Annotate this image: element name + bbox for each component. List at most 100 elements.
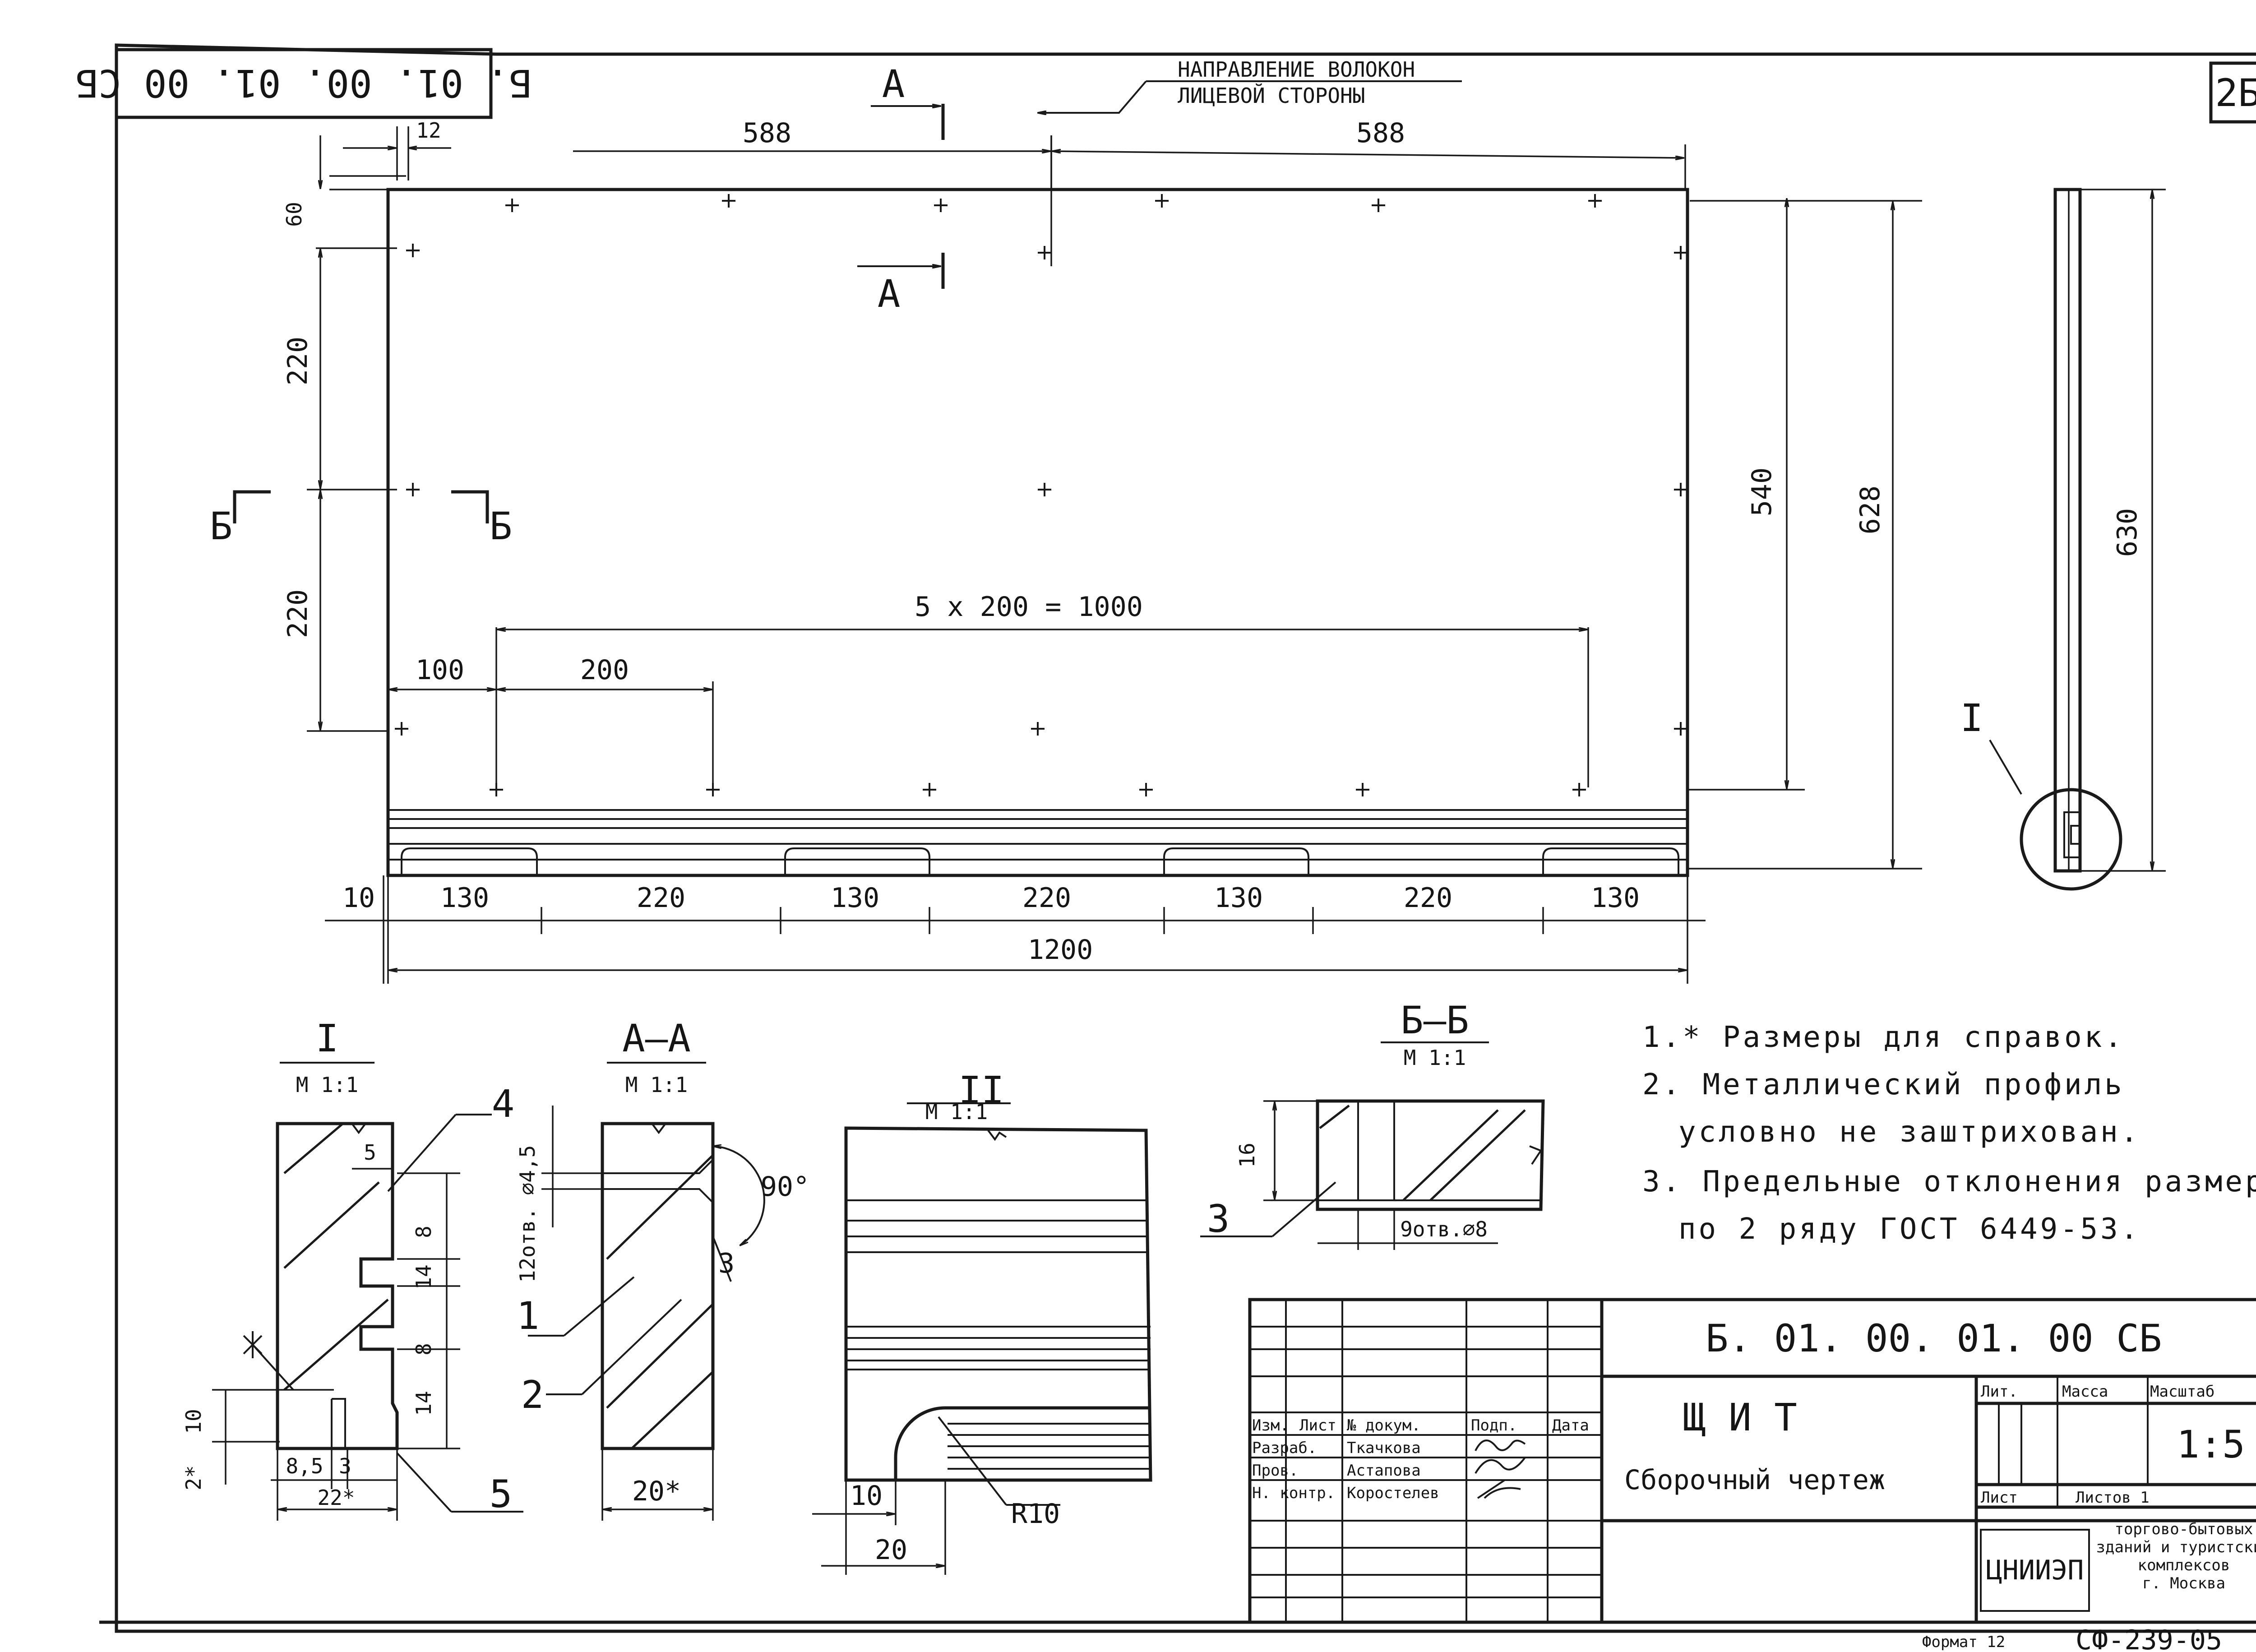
section-bb-scale: М 1:1 [1404,1046,1466,1070]
org-logo: ЦНИИЭП [1986,1555,2084,1586]
dims-left: 60 220 220 [282,135,406,732]
org-line-4: г. Москва [2142,1574,2225,1592]
tb-role-prov: Пров. [1252,1462,1298,1480]
signature-prov [1475,1457,1526,1474]
dim-bottom-130-d: 130 [1591,882,1640,914]
detail-i-dim-2: 2* [181,1465,206,1490]
detail-i-dim-22: 22* [317,1485,355,1510]
dims-right: 540 628 [1687,199,1922,870]
dim-bottom-130-a: 130 [440,882,489,914]
section-aa-hole-label: 12отв. ⌀4,5 [515,1145,540,1283]
corner-stamp: Б. 01. 00. 01. 00 СБ [75,48,532,119]
detail-ii-radius: R10 [1011,1498,1060,1530]
section-aa: А–А М 1:1 12отв. ⌀4,5 90° 3 1 2 20* [515,1016,809,1521]
section-aa-angle: 90° [761,1171,809,1203]
dim-200: 200 [580,654,629,686]
detail-i-dim-14-b: 14 [411,1391,436,1416]
title-block: Изм. Лист № докум. Подп. Дата Разраб. Тк… [1248,1298,2256,1624]
detail-i-callout-4: 4 [492,1082,515,1126]
section-bb-title: Б–Б [1401,998,1469,1042]
dim-total-1200: 1200 [1028,934,1093,966]
org-line-1: торгово-бытовых [2114,1520,2253,1538]
section-aa-width: 20* [632,1476,681,1507]
detail-i-dim-5: 5 [364,1140,376,1165]
dims-top: 12 588 588 [343,117,1686,190]
node-marker-i: I [1960,696,1983,740]
sheet-number: 2Б [2215,71,2256,115]
section-b-cut: Б Б [210,490,513,548]
detail-i-scale: М 1:1 [296,1073,358,1097]
section-bb-height: 16 [1235,1143,1259,1167]
detail-i-dim-8-b: 8 [411,1343,436,1356]
fastener-marks [395,194,1687,796]
sheet-number-box: 2Б [2209,61,2256,124]
format-label: Формат 12 [1922,1633,2005,1651]
series-code: СФ-239-05 [2076,1624,2222,1652]
tb-role-razrab: Разраб. [1252,1439,1317,1457]
org-line-2: зданий и туристских [2096,1538,2256,1556]
dim-side-630: 630 [2112,508,2143,557]
detail-i-callout-5: 5 [490,1472,513,1516]
tb-name-prov: Астапова [1347,1462,1421,1480]
signature-razrab [1475,1439,1526,1451]
tb-mass-label: Масса [2062,1383,2108,1401]
dims-holes: 5 х 200 = 1000 100 200 [389,591,1589,787]
org-line-3: комплексов [2138,1556,2230,1574]
fiber-direction-note: НАПРАВЛЕНИЕ ВОЛОКОН ЛИЦЕВОЙ СТОРОНЫ [1038,57,1462,113]
detail-ii-dim-20: 20 [875,1534,907,1566]
tb-header-list: Лист [1299,1416,1336,1435]
corner-stamp-text: Б. 01. 00. 01. 00 СБ [75,61,532,105]
note-1: 1.* Размеры для справок. [1642,1021,2125,1054]
section-a-cut: А А [857,62,1052,316]
detail-i-dim-8-a: 8 [411,1226,436,1238]
section-aa-title: А–А [622,1016,691,1060]
org-logo-frame [1980,1529,2090,1612]
tb-name-line1: Щ И Т [1683,1395,1797,1439]
tb-lit-label: Лит. [1981,1383,2018,1401]
detail-ii-dim-10: 10 [850,1480,883,1512]
section-bb: Б–Б М 1:1 16 9отв.⌀8 3 [1200,998,1545,1250]
dim-100: 100 [416,654,464,686]
fiber-direction-line1: НАПРАВЛЕНИЕ ВОЛОКОН [1178,57,1415,82]
detail-i-dim-14-a: 14 [411,1264,436,1289]
section-a-label-bottom: А [878,272,901,316]
dim-bottom-220-c: 220 [1404,882,1452,914]
section-bb-callout-3: 3 [1207,1197,1230,1241]
section-b-label-left: Б [210,504,233,548]
section-bb-hole-label: 9отв.⌀8 [1400,1217,1488,1241]
tb-sheets-label: Листов 1 [2076,1489,2150,1507]
detail-ii: II М 1:1 R10 [812,1068,1152,1575]
signature-nkontr [1477,1479,1521,1499]
note-3-cont: по 2 ряду ГОСТ 6449-53. [1678,1212,2140,1246]
dim-bottom-220-b: 220 [1022,882,1071,914]
section-a-label-top: А [882,62,905,106]
general-notes: 1.* Размеры для справок. 2. Металлически… [1642,1021,2256,1246]
detail-ii-title: II [958,1068,1004,1112]
dim-top-12: 12 [416,118,441,143]
tb-header-date: Дата [1552,1416,1589,1435]
tb-code: Б. 01. 00. 01. 00 СБ [1706,1316,2162,1360]
note-2-cont: условно не заштрихован. [1678,1115,2140,1149]
tb-header-sign: Подп. [1471,1416,1517,1435]
section-aa-callout-3: 3 [718,1248,735,1279]
dim-top-left-588: 588 [743,117,791,149]
section-aa-callout-2: 2 [521,1373,544,1417]
tb-name-nkontr: Коростелев [1347,1484,1439,1502]
dim-left-60: 60 [282,202,306,227]
fiber-direction-line2: ЛИЦЕВОЙ СТОРОНЫ [1178,83,1365,108]
note-2: 2. Металлический профиль [1642,1068,2125,1101]
detail-i-dim-10: 10 [181,1409,206,1434]
dims-bottom: 10 130 220 130 220 130 220 130 1200 [325,875,1706,984]
side-view: I 630 [1960,188,2166,891]
dim-left-220-lower: 220 [282,589,314,638]
dim-bottom-10: 10 [342,882,375,914]
panel-main-view [386,188,1689,877]
dim-right-540: 540 [1746,467,1778,516]
tb-sheet-label: Лист [1981,1489,2018,1507]
section-b-label-right: Б [490,504,513,548]
tb-scale-value: 1:5 [2177,1422,2245,1467]
tb-scale-label: Масштаб [2150,1383,2214,1401]
tb-role-nkontr: Н. контр. [1252,1484,1335,1502]
detail-ii-scale: М 1:1 [925,1100,988,1124]
